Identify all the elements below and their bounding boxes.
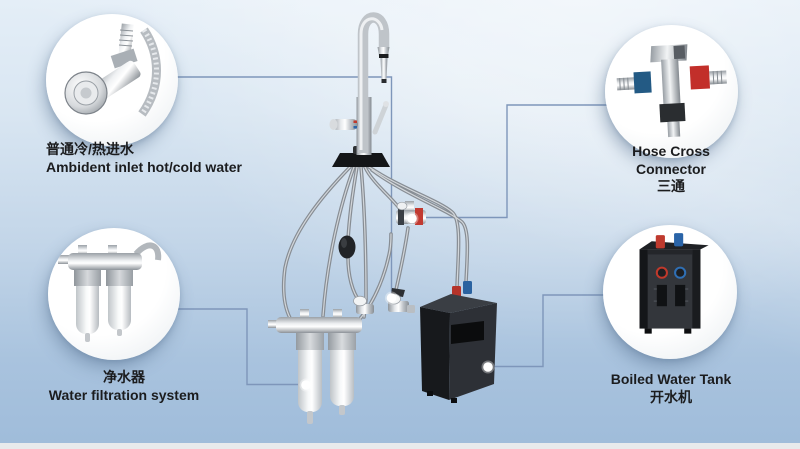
ambient-inlet-label-zh: 普通冷/热进水	[46, 141, 134, 157]
tank-label-en: Boiled Water Tank	[610, 371, 732, 387]
dual-filter-image	[58, 242, 162, 342]
dot-filter	[299, 378, 313, 392]
line-to-ambient-inlet	[176, 76, 393, 296]
line-to-filter	[178, 308, 303, 386]
hoses	[281, 165, 470, 322]
boiled-water-tank-image	[639, 233, 709, 334]
ambient-inlet-label-en: Ambident inlet hot/cold water	[46, 158, 243, 175]
angle-valve-image	[64, 23, 161, 117]
filter-label-zh: 净水器	[103, 369, 145, 385]
spray-head	[377, 47, 390, 83]
line-to-cross-connector	[417, 104, 607, 219]
dot-tank	[481, 360, 495, 374]
filter-label-en: Water filtration system	[48, 386, 200, 403]
callout-cross-connector-circle	[605, 25, 738, 158]
callout-ambient-inlet-circle	[46, 14, 178, 146]
valve-left	[353, 295, 374, 314]
faucet-handle-right	[372, 101, 389, 135]
cross-connector-label-en1: Hose Cross	[632, 143, 710, 159]
boiler-tank	[420, 281, 497, 403]
callout-filter-label: 净水器 Water filtration system	[18, 369, 230, 404]
callout-lines	[176, 76, 607, 386]
callout-tank-label: Boiled Water Tank 开水机	[588, 371, 754, 406]
callout-cross-connector-label: Hose Cross Connector 三通	[592, 143, 750, 196]
inline-regulator	[338, 235, 356, 259]
tank-window	[451, 321, 484, 344]
faucet-handle-left	[329, 119, 358, 130]
line-to-tank	[490, 294, 604, 368]
callout-ambient-inlet-label: 普通冷/热进水 Ambident inlet hot/cold water	[46, 141, 296, 176]
connection-dots	[299, 212, 495, 392]
callout-filter-circle	[48, 228, 180, 360]
dot-cross-connector	[405, 212, 419, 225]
filter-unit	[268, 309, 362, 424]
cross-connector-label-en2: Connector	[636, 160, 706, 177]
faucet	[329, 12, 390, 167]
cross-connector-image	[616, 44, 727, 138]
callout-tank-circle	[603, 225, 737, 359]
cross-connector-label-zh: 三通	[657, 178, 685, 194]
shutoff-valves	[353, 288, 415, 314]
faucet-deck-flange	[332, 153, 390, 167]
tank-label-zh: 开水机	[650, 388, 692, 405]
tank-blue-cap	[463, 281, 472, 294]
dot-ambient-inlet	[385, 291, 398, 305]
bottom-strip	[0, 443, 800, 449]
